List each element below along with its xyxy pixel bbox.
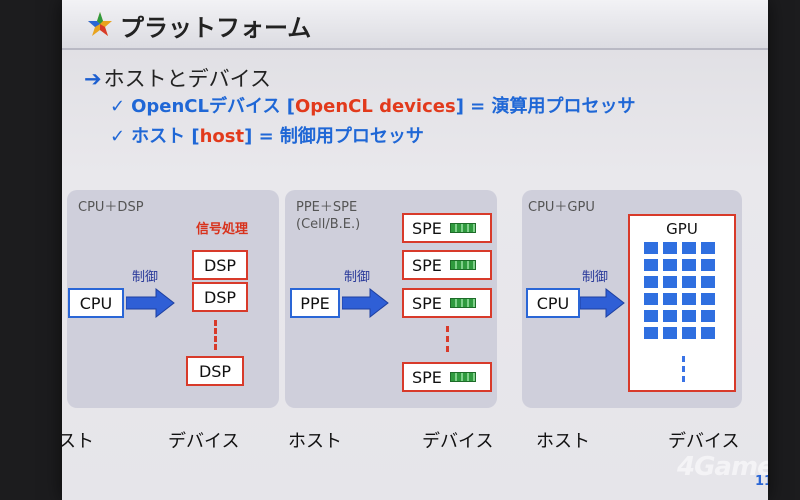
spe-label: SPE: [412, 367, 442, 387]
check-icon: ✓: [110, 126, 126, 147]
slide: プラットフォーム ➔ホストとデバイス ✓OpenCLデバイス [OpenCL d…: [62, 0, 768, 500]
device-label-1: デバイス: [168, 431, 240, 452]
panel-2-label: PPE＋SPE: [296, 200, 358, 215]
control-label: 制御: [344, 270, 371, 285]
sub1-highlight: OpenCL devices: [294, 96, 456, 117]
host-box-cpu: CPU: [526, 288, 580, 318]
gpu-core-cell: [701, 259, 715, 271]
gpu-core-cell: [701, 310, 715, 322]
title-bar: [62, 0, 768, 50]
gpu-core-cell: [682, 293, 696, 305]
spe-label: SPE: [412, 293, 442, 313]
gpu-core-grid: [644, 242, 724, 339]
gpu-core-cell: [701, 327, 715, 339]
gpu-core-cell: [663, 293, 677, 305]
panel-1-label: CPU＋DSP: [78, 200, 144, 215]
panel-3-label: CPU＋GPU: [528, 200, 595, 215]
device-label-2: デバイス: [422, 431, 494, 452]
right-arrow-icon: [126, 288, 175, 318]
host-box-cpu: CPU: [68, 288, 124, 318]
host-label-1: ホスト: [62, 431, 94, 452]
host-label-2: ホスト: [288, 431, 342, 452]
gpu-core-cell: [644, 327, 658, 339]
gpu-core-cell: [663, 327, 677, 339]
sub-bullet-host: ✓ホスト [host] = 制御用プロセッサ: [110, 122, 424, 148]
right-arrow-icon: [342, 288, 389, 318]
sub2-highlight: host: [199, 126, 245, 147]
gpu-core-cell: [644, 276, 658, 288]
gpu-core-cell: [663, 242, 677, 254]
gpu-label: GPU: [666, 220, 698, 238]
chip-icon: [449, 372, 476, 382]
spe-label: SPE: [412, 218, 442, 238]
device-box-dsp-2: DSP: [192, 282, 248, 312]
ellipsis-dashes: [682, 356, 685, 382]
gpu-core-cell: [644, 310, 658, 322]
main-bullet: ➔ホストとデバイス: [84, 63, 271, 93]
device-box-spe-3: SPE: [402, 288, 492, 318]
sub1-post: ] = 演算用プロセッサ: [455, 96, 636, 117]
gpu-core-cell: [644, 293, 658, 305]
chip-icon: [449, 260, 476, 270]
page-number: 11: [755, 474, 768, 489]
panel-2-sublabel: (Cell/B.E.): [296, 217, 361, 232]
star-logo-icon: [88, 12, 112, 36]
control-label: 制御: [132, 270, 159, 285]
signal-processing-label: 信号処理: [196, 222, 249, 237]
sub2-pre: ホスト [: [131, 126, 200, 147]
slide-title: プラットフォーム: [120, 14, 312, 42]
gpu-core-cell: [701, 242, 715, 254]
right-arrow-icon: [580, 288, 625, 318]
gpu-core-cell: [701, 293, 715, 305]
gpu-core-cell: [663, 259, 677, 271]
host-label-3: ホスト: [536, 431, 590, 452]
right-arrow-icon: ➔: [84, 67, 102, 91]
host-box-ppe: PPE: [290, 288, 340, 318]
gpu-core-cell: [644, 242, 658, 254]
chip-icon: [449, 298, 476, 308]
device-box-gpu: GPU: [628, 214, 736, 392]
spe-label: SPE: [412, 255, 442, 275]
watermark: 4Gamer.net: [677, 452, 768, 482]
device-label-3: デバイス: [668, 431, 740, 452]
gpu-core-cell: [682, 310, 696, 322]
ellipsis-dashes: [446, 326, 449, 352]
device-box-spe-1: SPE: [402, 213, 492, 243]
gpu-core-cell: [644, 259, 658, 271]
ellipsis-dashes: [214, 320, 217, 350]
sub2-post: ] = 制御用プロセッサ: [244, 126, 424, 147]
gpu-core-cell: [663, 310, 677, 322]
device-box-spe-2: SPE: [402, 250, 492, 280]
gpu-core-cell: [701, 276, 715, 288]
chip-icon: [449, 223, 476, 233]
check-icon: ✓: [110, 96, 126, 117]
control-label: 制御: [582, 270, 609, 285]
device-box-spe-4: SPE: [402, 362, 492, 392]
sub1-pre: OpenCLデバイス [: [131, 96, 295, 117]
gpu-core-cell: [682, 276, 696, 288]
main-bullet-text: ホストとデバイス: [103, 67, 271, 91]
sub-bullet-device: ✓OpenCLデバイス [OpenCL devices] = 演算用プロセッサ: [110, 92, 636, 118]
gpu-core-cell: [682, 242, 696, 254]
device-box-dsp-3: DSP: [186, 356, 244, 386]
device-box-dsp-1: DSP: [192, 250, 248, 280]
gpu-core-cell: [663, 276, 677, 288]
gpu-core-cell: [682, 259, 696, 271]
gpu-core-cell: [682, 327, 696, 339]
